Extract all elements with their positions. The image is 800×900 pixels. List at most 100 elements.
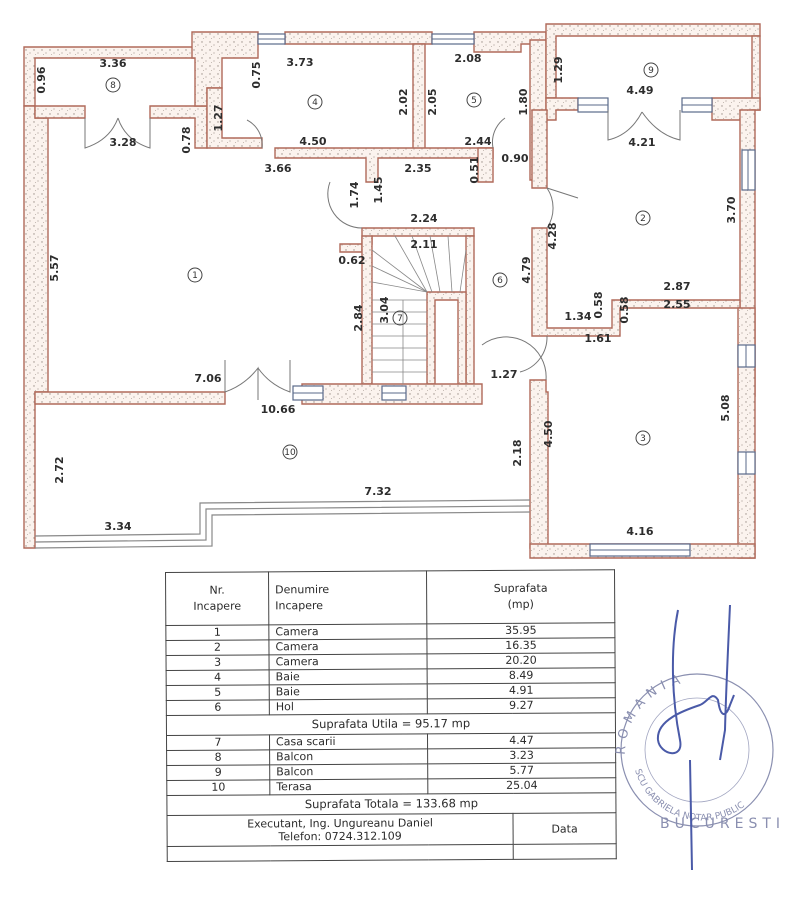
wall-051 <box>477 147 494 183</box>
dimension-label: 10.66 <box>261 403 296 416</box>
room-marker-5: 5 <box>466 92 482 108</box>
room-marker-9: 9 <box>643 62 659 78</box>
svg-text:6: 6 <box>497 276 503 286</box>
dimension-label: 4.50 <box>299 135 326 148</box>
svg-text:8: 8 <box>110 81 116 91</box>
svg-text:7: 7 <box>397 314 403 324</box>
dimension-label: 2.44 <box>464 135 491 148</box>
dimension-label: 1.27 <box>212 104 225 131</box>
wall-top-4 <box>191 31 259 107</box>
notary-stamp: ROMANIA SCU GABRIELA NOTAR PUBLIC BUCURE… <box>614 604 785 871</box>
room-area: 9.27 <box>427 697 616 714</box>
wall-stair-top <box>339 227 475 253</box>
wall-8-bottom-left <box>34 105 86 119</box>
wall-top-left <box>23 46 196 107</box>
room-name: Terasa <box>269 778 428 795</box>
dimension-label: 2.84 <box>352 304 365 331</box>
door-9 <box>607 110 681 141</box>
svg-text:4: 4 <box>312 98 318 108</box>
walls <box>23 23 761 559</box>
room-marker-6: 6 <box>492 272 508 288</box>
svg-text:1: 1 <box>192 271 198 281</box>
room-area: 20.20 <box>427 652 616 669</box>
dimension-label: 2.05 <box>426 88 439 115</box>
svg-text:2: 2 <box>640 214 646 224</box>
dimension-label: 3.34 <box>104 520 131 533</box>
room-area: 5.77 <box>427 762 616 779</box>
dimension-label: 0.58 <box>618 296 631 323</box>
dimension-label: 1.80 <box>517 88 530 115</box>
dimension-label: 4.28 <box>546 222 559 249</box>
svg-text:5: 5 <box>471 96 477 106</box>
dimension-label: 2.18 <box>511 439 524 466</box>
room-marker-2: 2 <box>635 210 651 226</box>
dimension-label: 4.50 <box>542 420 555 447</box>
dimension-label: 3.73 <box>286 56 313 69</box>
executant-phone: Telefon: 0724.312.109 <box>278 829 402 844</box>
dimension-label: 4.16 <box>626 525 653 538</box>
dimension-label: 5.08 <box>719 394 732 421</box>
dimension-label: 3.70 <box>725 196 738 223</box>
wall-4-left <box>206 87 263 149</box>
room-marker-3: 3 <box>635 430 651 446</box>
dimension-label: 2.08 <box>454 52 481 65</box>
stamp-ring-outer <box>620 673 774 827</box>
room-marker-8: 8 <box>105 77 121 93</box>
executant-info: Executant, Ing. Ungureanu Daniel Telefon… <box>166 813 514 847</box>
dimension-label: 0.90 <box>501 152 528 165</box>
grand-total-row: Suprafata Totala = 133.68 mp <box>166 792 616 816</box>
door-2 <box>546 187 579 229</box>
stamp-city: BUCURESTI <box>660 816 785 832</box>
signature-row <box>167 843 617 862</box>
dimension-label: 4.79 <box>520 256 533 283</box>
dimension-label: 1.27 <box>490 368 517 381</box>
grand-total: Suprafata Totala = 133.68 mp <box>166 792 616 816</box>
stamp-ring-inner <box>644 697 750 803</box>
room-name: Camera <box>268 623 427 640</box>
room-area: 8.49 <box>427 667 616 684</box>
room-area: 4.91 <box>427 682 616 699</box>
door-3 <box>481 336 547 381</box>
dimension-label: 3.28 <box>109 136 136 149</box>
dimension-label: 1.61 <box>584 332 611 345</box>
dimension-label: 0.96 <box>35 66 48 93</box>
room-number: 6 <box>166 699 270 716</box>
dimension-label: 0.58 <box>592 291 605 318</box>
room-name: Camera <box>268 638 428 655</box>
dimension-label: 7.06 <box>194 372 221 385</box>
door-8 <box>84 117 151 149</box>
dimension-label: 0.62 <box>338 254 365 267</box>
svg-text:9: 9 <box>648 66 654 76</box>
room-name: Hol <box>269 698 428 715</box>
room-number: 4 <box>166 669 270 686</box>
room-number: 7 <box>166 734 270 751</box>
dimension-label: 0.51 <box>468 156 481 183</box>
room-number: 5 <box>166 684 270 701</box>
dimension-label: 2.02 <box>397 88 410 115</box>
header-room-number: Nr. Incapere <box>165 571 269 626</box>
dimension-label: 1.74 <box>348 181 361 208</box>
wall-4-5-divider <box>412 43 426 153</box>
dimension-label: 0.78 <box>180 126 193 153</box>
room-name: Balcon <box>269 748 428 765</box>
room-area: 25.04 <box>427 777 616 794</box>
dimension-label: 2.35 <box>404 162 431 175</box>
dimension-label: 2.11 <box>410 238 437 251</box>
dimension-label: 4.49 <box>626 84 653 97</box>
room-number: 2 <box>165 639 270 656</box>
wall-8-bottom-right <box>149 105 208 149</box>
signature-cell <box>167 844 514 862</box>
room-area: 4.47 <box>427 732 616 749</box>
dimension-label: 3.04 <box>378 296 391 323</box>
doors <box>84 110 681 400</box>
dimension-label: 2.55 <box>663 298 690 311</box>
door-4 <box>246 119 263 149</box>
dimension-label: 1.45 <box>372 176 385 203</box>
svg-text:3: 3 <box>640 434 646 444</box>
room-number: 10 <box>166 779 270 796</box>
room-marker-7: 7 <box>392 310 408 326</box>
room-name: Baie <box>269 683 428 700</box>
